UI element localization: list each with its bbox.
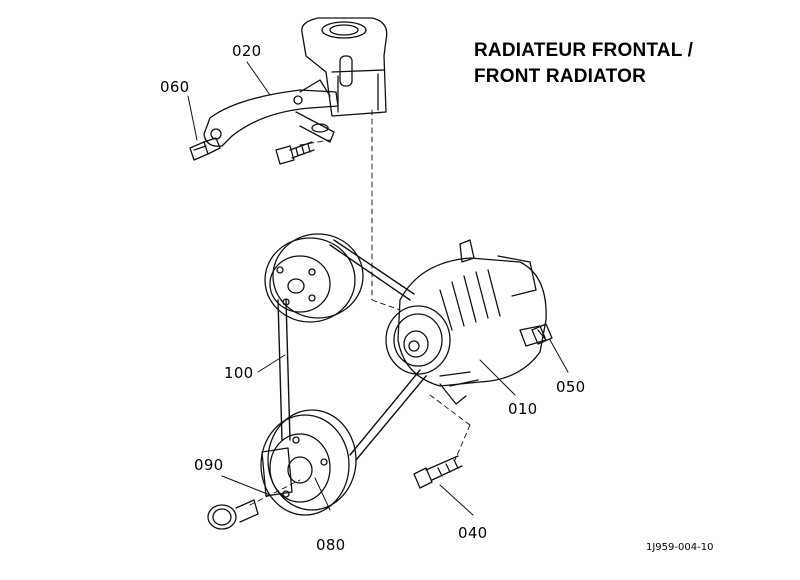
water-pump-pulley bbox=[264, 233, 364, 323]
leader-050 bbox=[549, 339, 569, 373]
bolt-040 bbox=[413, 455, 463, 489]
crank-pulley-080 bbox=[260, 409, 357, 516]
bolt-060 bbox=[189, 137, 221, 161]
callout-080: 080 bbox=[316, 536, 346, 554]
leader-010 bbox=[479, 359, 516, 396]
leader-080 bbox=[314, 477, 331, 511]
leader-060 bbox=[187, 95, 198, 141]
callout-020: 020 bbox=[232, 42, 262, 60]
callout-090: 090 bbox=[194, 456, 224, 474]
callout-050: 050 bbox=[556, 378, 586, 396]
leader-020 bbox=[246, 61, 271, 96]
bolt-050 bbox=[531, 323, 553, 345]
leader-lines bbox=[187, 61, 569, 516]
title-line-2: FRONT RADIATOR bbox=[474, 66, 647, 87]
fan-belt-100 bbox=[277, 239, 427, 461]
bolt-090 bbox=[207, 499, 259, 530]
bolt-bracket-2 bbox=[275, 141, 315, 165]
leader-090 bbox=[221, 475, 271, 496]
callout-060: 060 bbox=[160, 78, 190, 96]
alternator-010 bbox=[385, 239, 547, 405]
callout-010: 010 bbox=[508, 400, 538, 418]
diagram-title: RADIATEUR FRONTAL / FRONT RADIATOR bbox=[474, 38, 693, 90]
callout-100: 100 bbox=[224, 364, 254, 382]
leader-100 bbox=[257, 354, 286, 373]
drawing-reference-number: 1J959-004-10 bbox=[646, 542, 714, 553]
leader-040 bbox=[439, 484, 474, 516]
bracket-020 bbox=[203, 17, 388, 147]
title-line-1: RADIATEUR FRONTAL / bbox=[474, 40, 694, 61]
callout-040: 040 bbox=[458, 524, 488, 542]
